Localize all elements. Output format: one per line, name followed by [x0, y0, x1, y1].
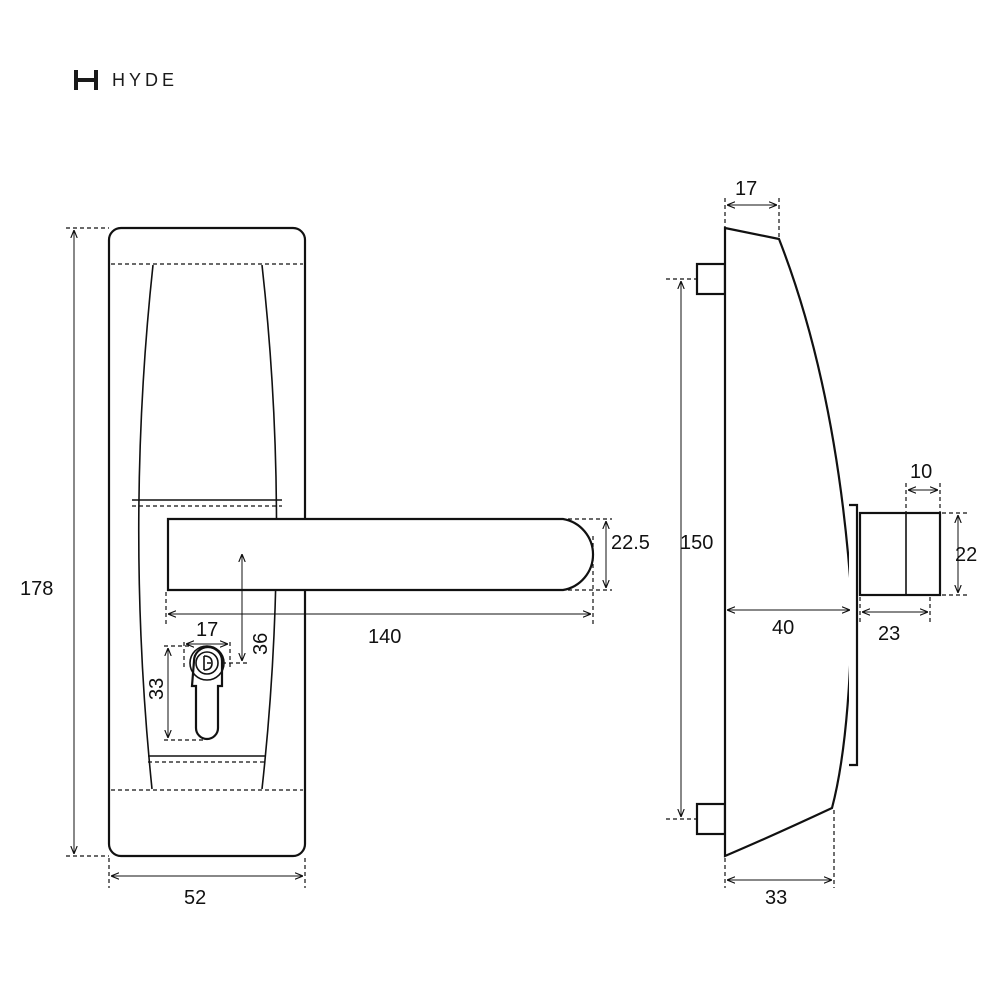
rose-plate	[849, 503, 859, 767]
dim-lever-length: 140	[368, 626, 401, 648]
fixing-lug-top	[695, 262, 727, 296]
cylinder-inner-ring	[195, 651, 219, 675]
side-profile	[723, 226, 854, 858]
fixing-lug-bottom	[695, 802, 727, 836]
key-icon	[203, 655, 213, 671]
hyde-logo-icon	[74, 70, 98, 90]
dim-spindle-length: 10	[910, 461, 932, 483]
dim-spindle-projection: 23	[878, 623, 900, 645]
dim-side-fixing-centres: 150	[680, 532, 713, 554]
lever-handle	[166, 517, 595, 592]
dim-spindle-height: 22	[955, 544, 977, 566]
front-shield-left	[137, 264, 154, 790]
side-view	[695, 226, 942, 858]
dim-front-height: 178	[20, 578, 53, 600]
brand-name: HYDE	[112, 69, 179, 90]
spindle-boss	[858, 511, 942, 597]
front-dimensions: 178 52 140 22.5 36 17 33	[20, 227, 650, 909]
dim-side-top-depth: 17	[735, 178, 757, 200]
dim-cylinder-width: 17	[196, 619, 218, 641]
side-dimensions: 17 150 40 33 23 10 22	[666, 178, 977, 909]
dim-cylinder-height: 33	[146, 678, 168, 700]
dim-side-depth: 40	[772, 617, 794, 639]
dim-cylinder-offset: 36	[250, 633, 272, 655]
brand-logo: HYDE	[72, 66, 178, 94]
dim-side-bottom-depth: 33	[765, 887, 787, 909]
dim-lever-thickness: 22.5	[611, 532, 650, 554]
front-view	[107, 226, 595, 858]
dim-front-width: 52	[184, 887, 206, 909]
